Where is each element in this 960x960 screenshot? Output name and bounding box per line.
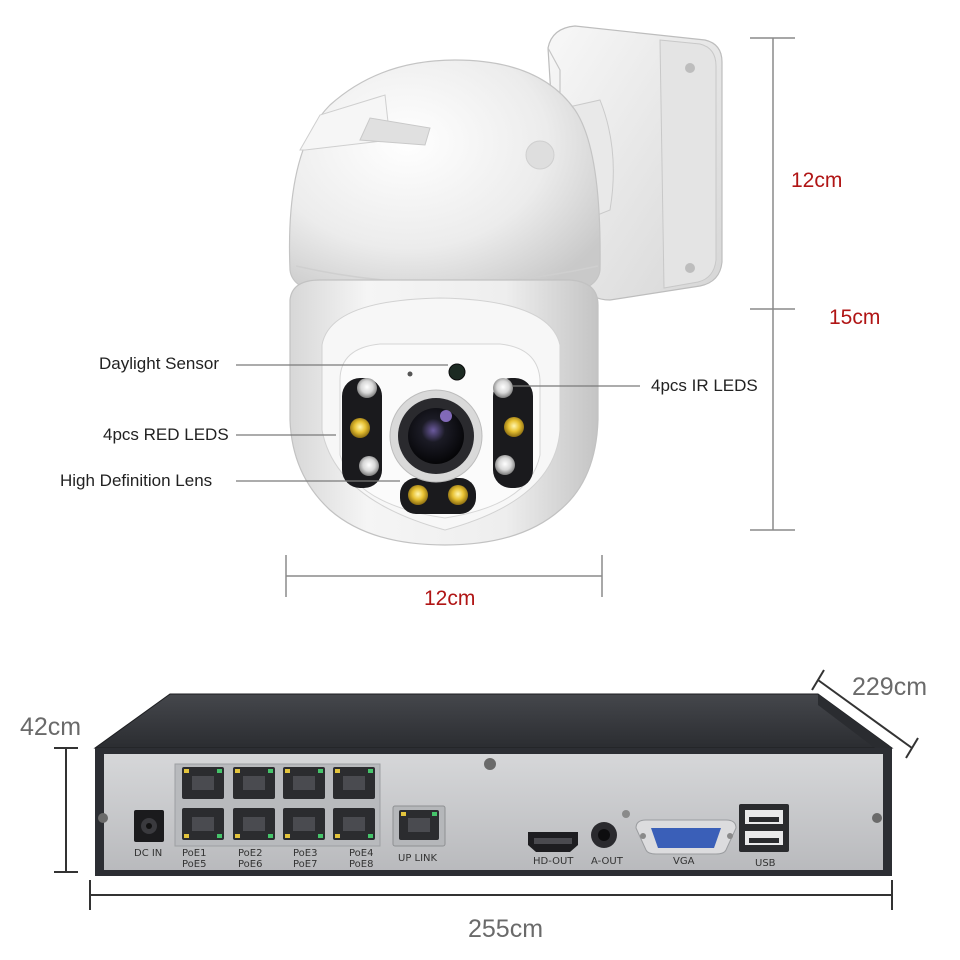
- camera-upper-height-label: 12cm: [791, 169, 843, 192]
- nvr-width-label: 255cm: [468, 915, 544, 943]
- usb-label: USB: [755, 858, 776, 869]
- screw-icon: [484, 758, 496, 770]
- poe7-label: PoE7: [293, 859, 318, 870]
- nvr-depth-label: 229cm: [852, 673, 928, 701]
- a-out-label: A-OUT: [591, 856, 623, 867]
- poe5-label: PoE5: [182, 859, 207, 870]
- camera-width-label: 12cm: [424, 587, 476, 610]
- screw-icon: [98, 813, 108, 823]
- poe6-label: PoE6: [238, 859, 263, 870]
- uplink-label: UP LINK: [398, 853, 438, 864]
- ir-led-icon: [495, 455, 515, 475]
- poe3-label: PoE3: [293, 848, 318, 859]
- dc-in-label: DC IN: [134, 848, 163, 859]
- red-led-icon: [448, 485, 468, 505]
- hd-out-label: HD-OUT: [533, 856, 574, 867]
- red-led-icon: [504, 417, 524, 437]
- vga-label: VGA: [673, 856, 695, 867]
- nvr-top: [93, 693, 894, 749]
- nvr-height-label: 42cm: [20, 713, 82, 741]
- ptz-camera: [288, 25, 723, 546]
- callout-lines: [236, 364, 640, 482]
- ir-led-icon: [493, 378, 513, 398]
- ir-led-icon: [357, 378, 377, 398]
- daylight-sensor-label: Daylight Sensor: [99, 354, 220, 373]
- lens-icon: [408, 408, 464, 464]
- hd-lens-label: High Definition Lens: [60, 471, 213, 490]
- poe4-label: PoE4: [349, 848, 374, 859]
- poe2-label: PoE2: [238, 848, 263, 859]
- red-led-icon: [408, 485, 428, 505]
- camera-dome: [288, 59, 601, 296]
- daylight-sensor-icon: [448, 363, 466, 381]
- ir-led-icon: [359, 456, 379, 476]
- ir-leds-label: 4pcs IR LEDS: [651, 376, 758, 395]
- red-leds-label: 4pcs RED LEDS: [103, 425, 229, 444]
- screw-icon: [872, 813, 882, 823]
- poe8-label: PoE8: [349, 859, 374, 870]
- nvr-recorder: [93, 693, 894, 876]
- red-led-icon: [350, 418, 370, 438]
- nvr-dimension-lines: [54, 669, 919, 910]
- camera-total-height-label: 15cm: [829, 306, 881, 329]
- poe1-label: PoE1: [182, 848, 207, 859]
- camera-dimension-lines: [285, 37, 795, 597]
